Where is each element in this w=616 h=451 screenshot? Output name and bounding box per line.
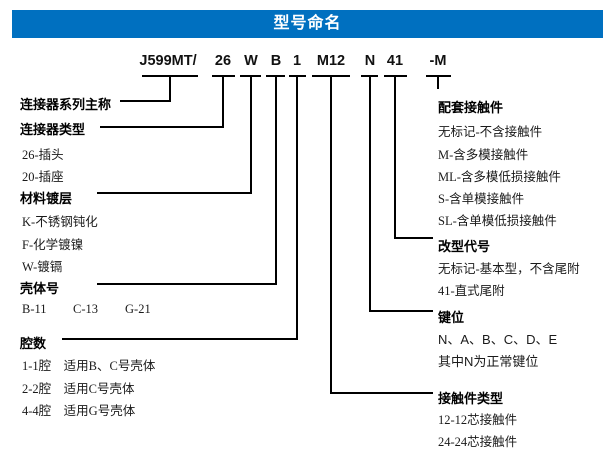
- contact-item-12: 12-12芯接触件: [438, 413, 518, 427]
- connector-series-horizontal: [120, 100, 171, 102]
- code-segment-key: N: [364, 53, 376, 69]
- code-segment-mating: -M: [429, 53, 447, 69]
- mating-item-none: 无标记-不含接触件: [438, 125, 543, 139]
- code-segment-contact: M12: [316, 53, 346, 69]
- key-item-list: N、A、B、C、D、E: [438, 332, 558, 347]
- connector-mod-horizontal: [394, 237, 433, 239]
- shell-item-c: C-13: [73, 302, 98, 316]
- code-segment-mod: 41: [386, 53, 404, 69]
- shell-item-g: G-21: [125, 302, 151, 316]
- connector-shell-vertical: [275, 75, 277, 285]
- type-item-socket: 20-插座: [22, 170, 64, 184]
- key-item-note: 其中N为正常键位: [438, 354, 539, 369]
- plating-item-w: W-镀镉: [22, 260, 63, 274]
- cavity-item-2: 2-2腔 适用C号壳体: [22, 382, 135, 396]
- mating-item-sl: SL-含单模低损接触件: [438, 214, 557, 228]
- code-segment-series: J599MT/: [139, 53, 197, 69]
- code-segment-type: 26: [214, 53, 232, 69]
- connector-series-vertical: [169, 75, 171, 102]
- section-title-key: 键位: [438, 310, 465, 325]
- cavity-item-4: 4-4腔 适用G号壳体: [22, 404, 136, 418]
- mod-item-41: 41-直式尾附: [438, 284, 505, 298]
- contact-item-24: 24-24芯接触件: [438, 435, 518, 449]
- mating-item-m: M-含多模接触件: [438, 148, 529, 162]
- section-title-contact: 接触件类型: [438, 391, 504, 406]
- page-title: 型号命名: [273, 15, 342, 32]
- mating-item-s: S-含单模接触件: [438, 192, 525, 206]
- connector-mod-vertical: [394, 75, 396, 239]
- section-title-type: 连接器类型: [20, 122, 86, 137]
- connector-plating-vertical: [250, 75, 252, 194]
- section-title-mating: 配套接触件: [438, 100, 504, 115]
- connector-mating-vertical: [437, 75, 439, 89]
- mating-item-ml: ML-含多模低损接触件: [438, 170, 561, 184]
- connector-cavity-horizontal: [62, 338, 298, 340]
- connector-contact-horizontal: [330, 392, 433, 394]
- code-segment-shell: B: [270, 53, 282, 69]
- code-segment-cavity: 1: [292, 53, 302, 69]
- connector-contact-vertical: [330, 75, 332, 394]
- cavity-item-1: 1-1腔 适用B、C号壳体: [22, 359, 156, 373]
- section-title-cavity: 腔数: [20, 336, 47, 351]
- shell-item-b: B-11: [22, 302, 47, 316]
- section-title-plating: 材料镀层: [20, 191, 73, 206]
- connector-key-vertical: [369, 75, 371, 312]
- code-segment-plating: W: [244, 53, 258, 69]
- connector-type-vertical: [222, 75, 224, 128]
- plating-item-k: K-不锈钢钝化: [22, 215, 98, 229]
- section-title-series: 连接器系列主称: [20, 97, 112, 112]
- connector-plating-horizontal: [97, 192, 252, 194]
- connector-key-horizontal: [369, 310, 433, 312]
- mod-item-none: 无标记-基本型，不含尾附: [438, 262, 580, 276]
- plating-item-f: F-化学镀镍: [22, 238, 84, 252]
- connector-shell-horizontal: [97, 283, 277, 285]
- connector-cavity-vertical: [296, 75, 298, 340]
- header-bar: 型号命名: [12, 10, 603, 38]
- section-title-shell: 壳体号: [20, 281, 60, 296]
- connector-type-horizontal: [100, 126, 224, 128]
- type-item-plug: 26-插头: [22, 148, 64, 162]
- section-title-mod: 改型代号: [438, 239, 491, 254]
